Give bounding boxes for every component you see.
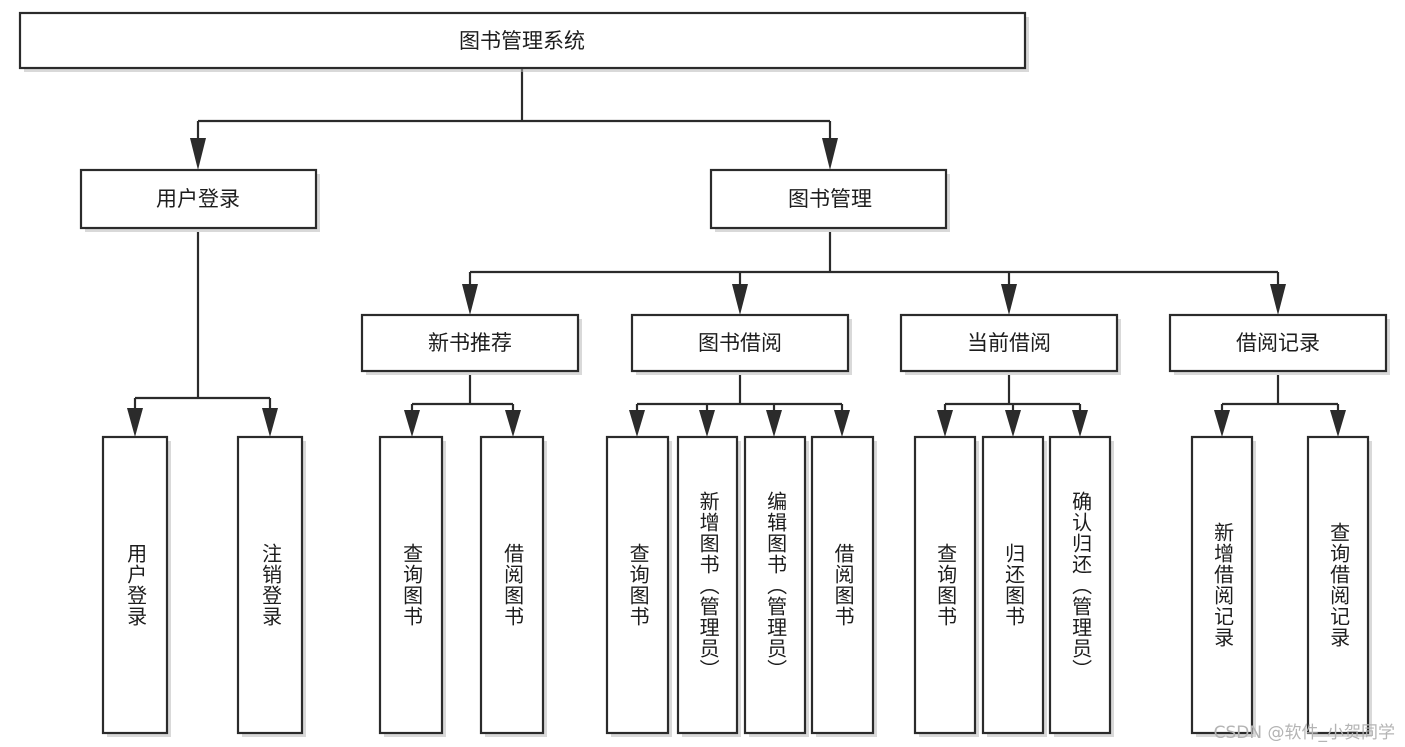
arrowhead-cb-leaf-3 [1072, 410, 1088, 437]
node-leaf-logout-box [236, 435, 304, 735]
node-leaf-bb-edit-book-box [743, 435, 807, 735]
arrowhead-bb-leaf-3 [766, 410, 782, 437]
node-new-book-recommend-label: 新书推荐 [428, 331, 512, 355]
edges-layer [127, 68, 1346, 437]
node-leaf-user-login-box [101, 435, 169, 735]
node-leaf-cb-return-book[interactable] [981, 435, 1047, 737]
node-leaf-br-query-record-box [1306, 435, 1370, 735]
node-leaf-cb-query-book-box [913, 435, 977, 735]
node-leaf-cb-confirm-return[interactable] [1048, 435, 1114, 737]
node-leaf-bb-borrow-book[interactable] [810, 435, 877, 737]
node-leaf-cb-query-book[interactable] [913, 435, 979, 737]
node-book-management[interactable]: 图书管理 [709, 168, 950, 232]
node-leaf-bb-query-book-box [605, 435, 670, 735]
nodes-layer: 图书管理系统 用户登录 图书管理 新书推荐 [18, 11, 1390, 737]
node-leaf-bb-add-book[interactable] [676, 435, 741, 737]
node-leaf-logout[interactable] [236, 435, 306, 737]
node-leaf-bb-borrow-book-box [810, 435, 875, 735]
node-root[interactable]: 图书管理系统 [18, 11, 1029, 72]
node-current-borrowing-box [899, 313, 1119, 373]
node-leaf-bb-add-book-box [676, 435, 739, 735]
node-leaf-nb-borrow-book[interactable] [479, 435, 547, 737]
node-leaf-nb-query-book-box [378, 435, 444, 735]
node-book-borrowing-box [630, 313, 850, 373]
arrowhead-br-leaf-2 [1330, 410, 1346, 437]
arrowhead-book-mgmt [822, 138, 838, 170]
node-user-login-label: 用户登录 [156, 187, 240, 211]
node-leaf-bb-edit-book[interactable] [743, 435, 809, 737]
node-leaf-br-add-record[interactable] [1190, 435, 1256, 737]
arrowhead-nb-leaf-2 [505, 410, 521, 437]
node-user-login[interactable]: 用户登录 [79, 168, 320, 232]
node-leaf-user-login[interactable] [101, 435, 171, 737]
arrowhead-bb-leaf-4 [834, 410, 850, 437]
arrowhead-leaf-logout [262, 408, 278, 437]
node-root-label: 图书管理系统 [459, 29, 585, 53]
arrowhead-cb-leaf-2 [1005, 410, 1021, 437]
node-book-borrowing-label: 图书借阅 [698, 331, 782, 355]
arrowhead-leaf-user-login [127, 408, 143, 437]
node-leaf-bb-query-book[interactable] [605, 435, 672, 737]
node-borrow-record[interactable]: 借阅记录 [1168, 313, 1390, 375]
node-borrow-record-box [1168, 313, 1388, 373]
arrowhead-bb-leaf-1 [629, 410, 645, 437]
arrowhead-cb-leaf-1 [937, 410, 953, 437]
node-leaf-nb-query-book[interactable] [378, 435, 446, 737]
node-current-borrowing-label: 当前借阅 [967, 331, 1051, 355]
arrowhead-bb-leaf-2 [699, 410, 715, 437]
node-current-borrowing[interactable]: 当前借阅 [899, 313, 1121, 375]
node-borrow-record-label: 借阅记录 [1236, 331, 1320, 355]
node-leaf-br-add-record-box [1190, 435, 1254, 735]
arrowhead-user-login [190, 138, 206, 170]
node-leaf-cb-return-book-box [981, 435, 1045, 735]
node-book-management-label: 图书管理 [788, 187, 872, 211]
node-leaf-nb-borrow-book-box [479, 435, 545, 735]
arrowhead-book-borrow [732, 284, 748, 315]
node-book-management-box [709, 168, 948, 230]
arrowhead-borrow-record [1270, 284, 1286, 315]
node-user-login-box [79, 168, 318, 230]
node-root-box [18, 11, 1027, 70]
node-leaf-br-query-record[interactable] [1306, 435, 1372, 737]
arrowhead-new-book [462, 284, 478, 315]
node-book-borrowing[interactable]: 图书借阅 [630, 313, 852, 375]
arrowhead-br-leaf-1 [1214, 410, 1230, 437]
arrowhead-nb-leaf-1 [404, 410, 420, 437]
watermark-text: CSDN @软件_小贺同学 [1213, 723, 1395, 743]
arrowhead-current-borrow [1001, 284, 1017, 315]
node-new-book-recommend-box [360, 313, 580, 373]
node-leaf-cb-confirm-return-box [1048, 435, 1112, 735]
node-new-book-recommend[interactable]: 新书推荐 [360, 313, 582, 375]
